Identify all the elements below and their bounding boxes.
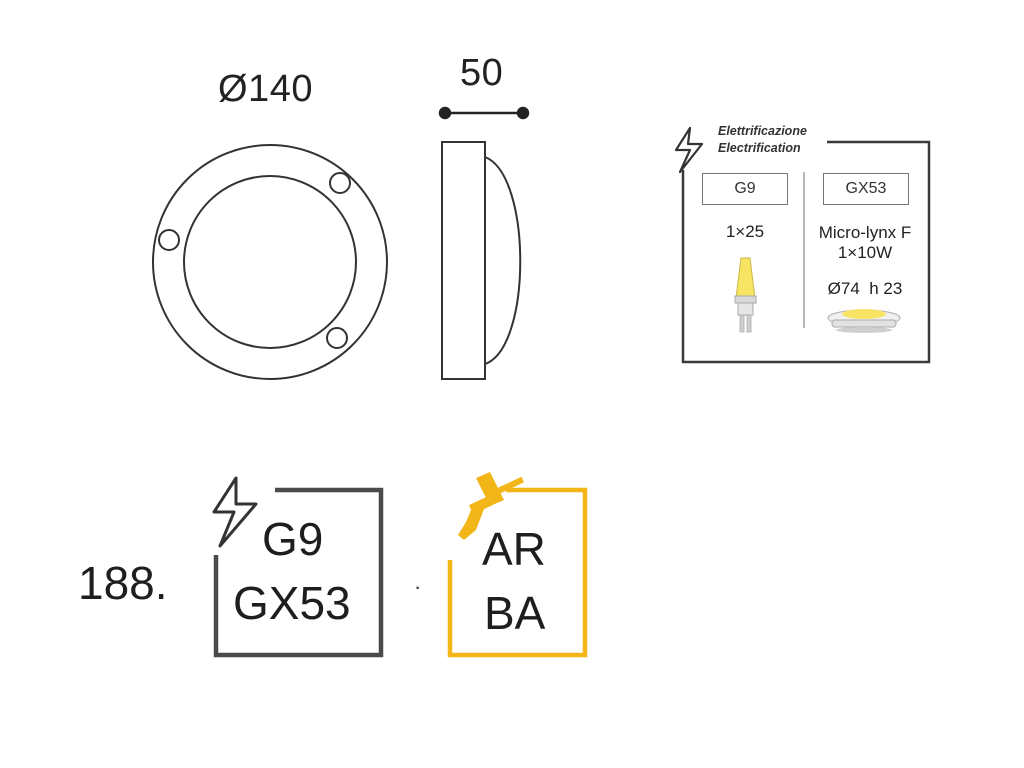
gx53-spec-line2: 1×10W [837,243,893,262]
gx53-size: Ø74 h 23 [827,279,903,298]
sockets-frame [213,487,384,658]
g9-spec: 1×25 [725,222,765,241]
panel-title-italian: Elettrificazione [718,124,807,138]
side-base-plate [441,141,486,380]
lightning-bolt-icon [674,126,704,174]
side-view [441,141,522,380]
socket-code-line2: GX53 [233,577,351,629]
side-depth-label: 50 [460,52,504,94]
sockets-lightning-icon [212,476,258,548]
g9-capsule-bulb-icon [734,257,757,333]
finish-frame [447,487,588,658]
socket-tag-gx53: GX53 [823,173,909,205]
finish-code-line2: BA [484,587,546,639]
outer-ring [152,144,388,380]
front-view [152,144,388,380]
paint-brush-icon [458,472,525,540]
screw-hole-bottom-right [326,327,348,349]
screw-hole-top-right [329,172,351,194]
socket-tag-g9: G9 [702,173,788,205]
screw-hole-left [158,229,180,251]
code-separator: · [414,574,422,599]
panel-title-english: Electrification [718,141,801,155]
side-dimension-line [438,106,530,120]
gx53-spec-line1: Micro-lynx F [818,223,912,242]
socket-code-line1: G9 [262,513,324,565]
front-diameter-label: Ø140 [218,68,313,110]
product-number: 188. [78,557,168,609]
gx53-disc-lamp-icon [827,309,901,333]
inner-diffuser [183,175,357,349]
finish-code-line1: AR [482,523,546,575]
side-dome [484,156,522,365]
electrification-frame [681,140,931,364]
